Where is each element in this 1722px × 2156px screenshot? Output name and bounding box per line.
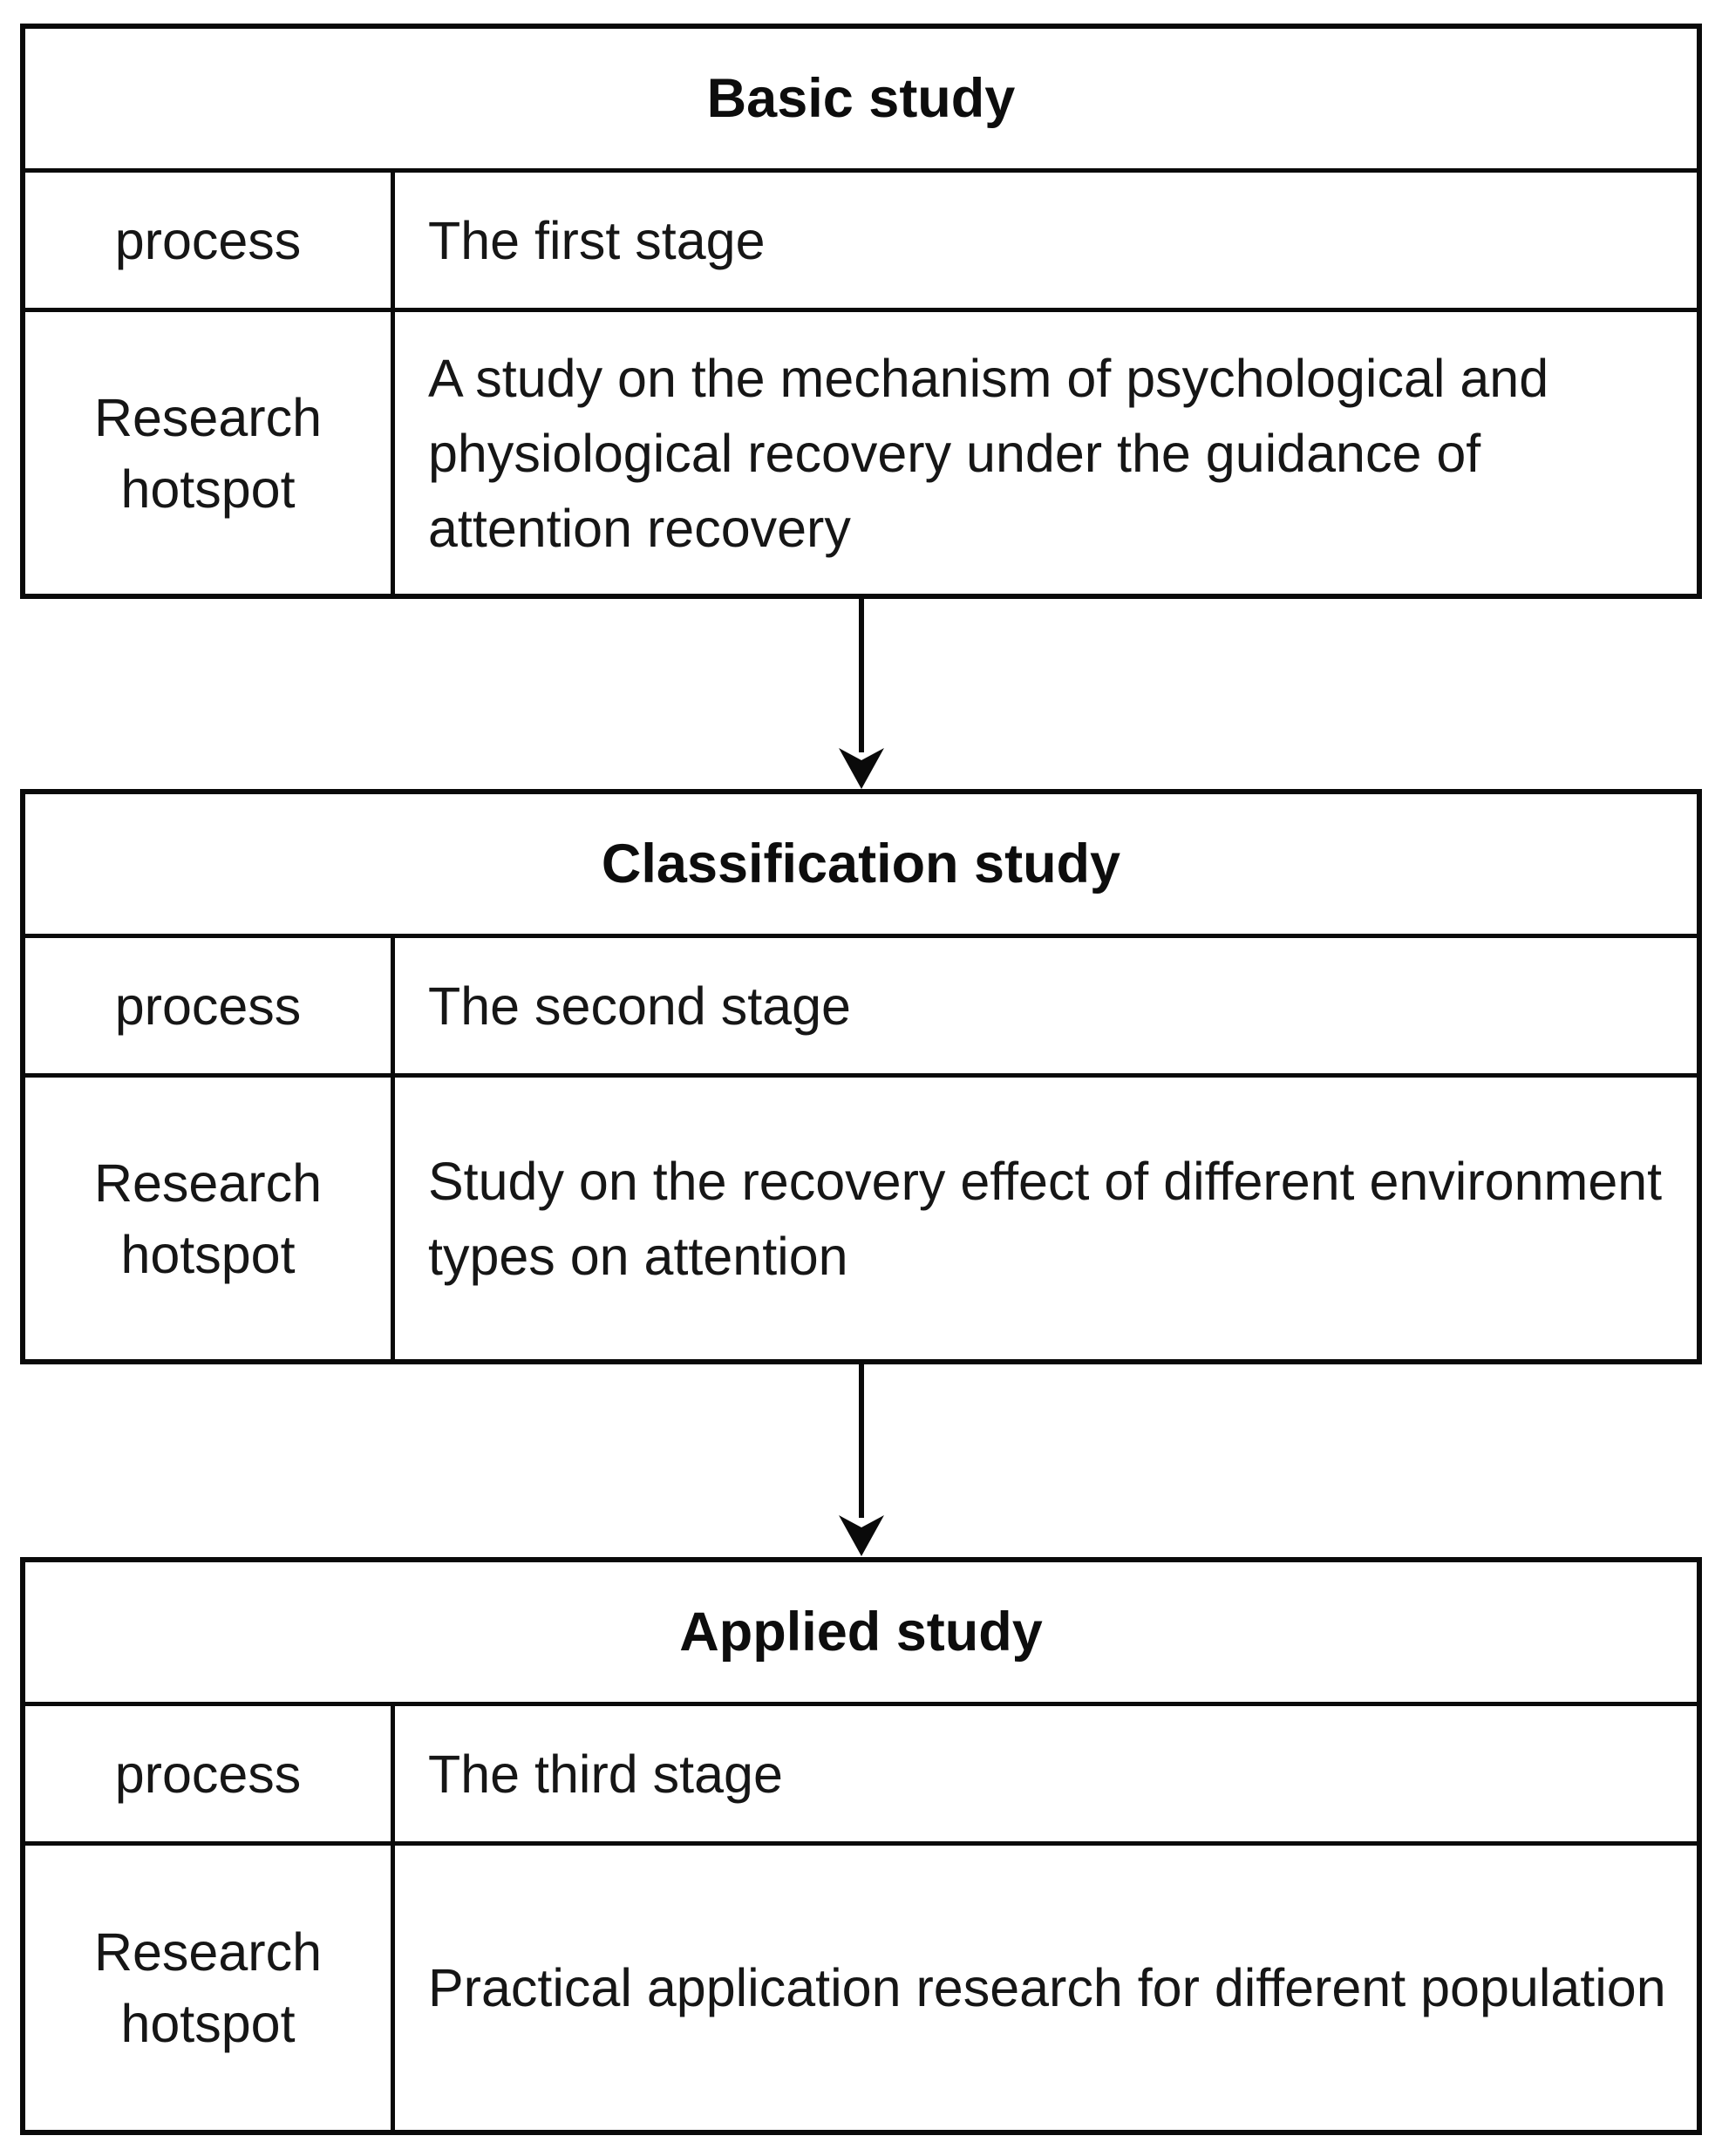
table-row-research-hotspot: Research hotspot A study on the mechanis… — [25, 312, 1697, 594]
table-title: Applied study — [25, 1562, 1697, 1706]
row-label: Research hotspot — [25, 1846, 395, 2130]
row-label: process — [25, 173, 395, 308]
row-value: Study on the recovery effect of differen… — [428, 1151, 1663, 1286]
row-value: The third stage — [428, 1744, 783, 1804]
flow-arrow-line-1 — [859, 599, 864, 752]
flow-arrow-line-2 — [859, 1364, 864, 1518]
table-title: Classification study — [25, 794, 1697, 938]
stage-table-classification-study: Classification study process The second … — [20, 789, 1702, 1364]
table-row-process: process The third stage — [25, 1706, 1697, 1846]
row-label: Research hotspot — [25, 312, 395, 594]
table-row-research-hotspot: Research hotspot Practical application r… — [25, 1846, 1697, 2130]
table-row-research-hotspot: Research hotspot Study on the recovery e… — [25, 1078, 1697, 1359]
row-label: Research hotspot — [25, 1078, 395, 1359]
down-arrow-icon — [839, 748, 884, 789]
table-title: Basic study — [25, 29, 1697, 173]
row-label: process — [25, 938, 395, 1073]
table-row-process: process The second stage — [25, 938, 1697, 1078]
stage-table-applied-study: Applied study process The third stage Re… — [20, 1557, 1702, 2135]
row-value: A study on the mechanism of psychologica… — [428, 348, 1549, 558]
down-arrow-icon — [839, 1515, 884, 1556]
stage-table-basic-study: Basic study process The first stage Rese… — [20, 24, 1702, 599]
row-value: The first stage — [428, 210, 766, 270]
row-value: Practical application research for diffe… — [428, 1958, 1666, 2017]
table-row-process: process The first stage — [25, 173, 1697, 312]
row-value: The second stage — [428, 976, 851, 1036]
row-label: process — [25, 1706, 395, 1841]
